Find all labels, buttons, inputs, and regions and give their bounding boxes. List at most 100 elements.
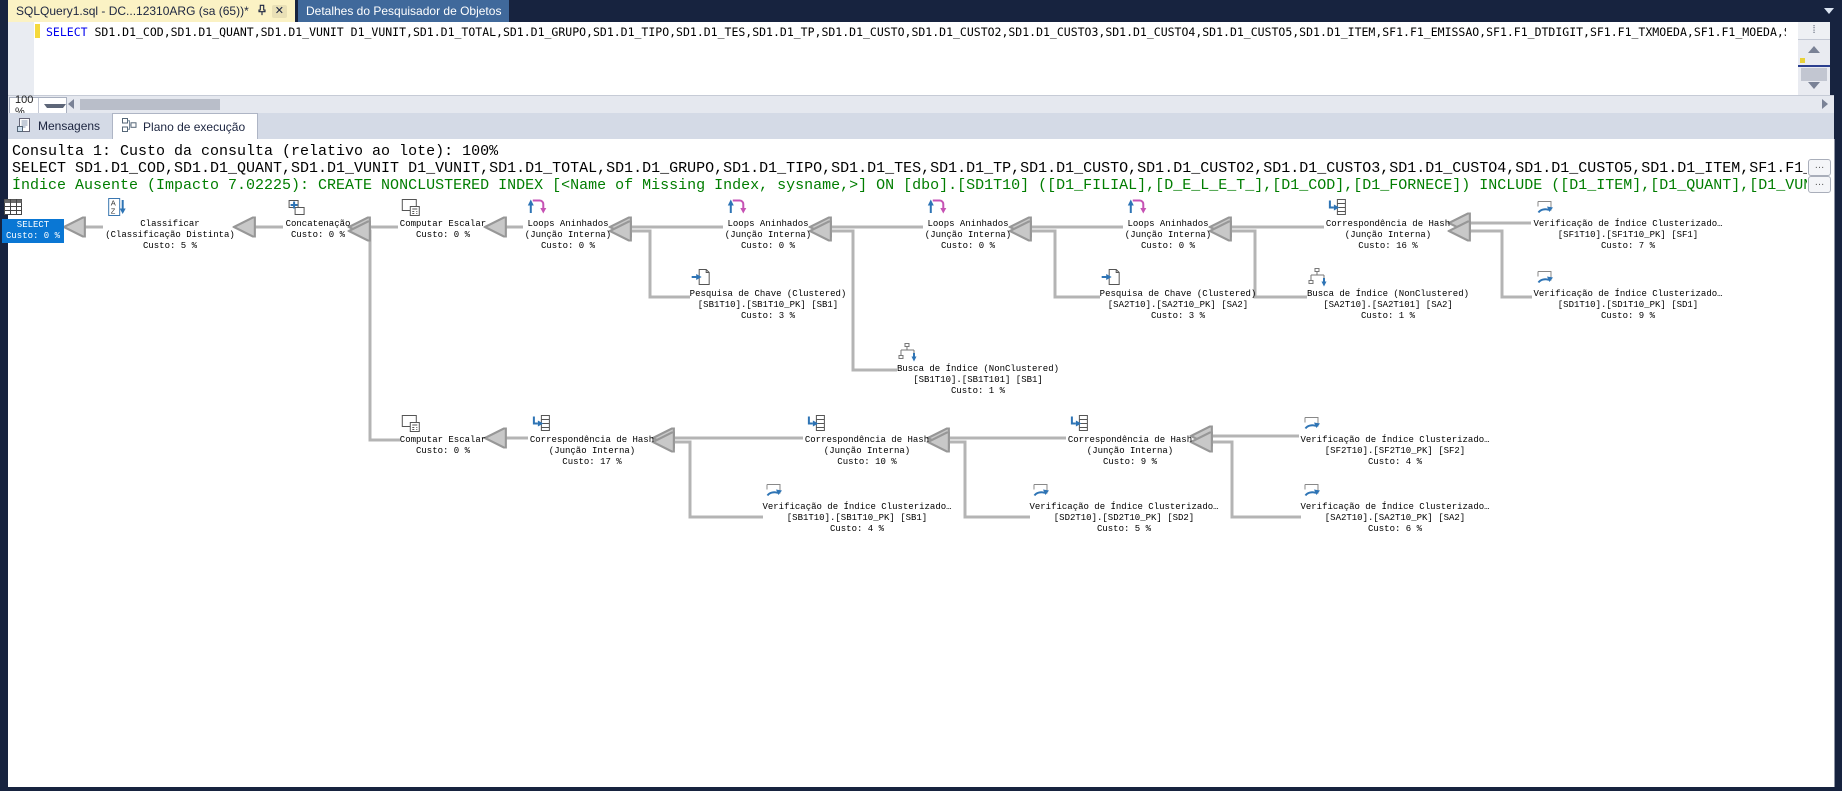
- plan-node-verify-sf1[interactable]: Verificação de Índice Clusterizado…[SF1T…: [1533, 196, 1723, 252]
- plan-node-hash-10[interactable]: Correspondência de Hash(Junção Interna)C…: [805, 412, 929, 468]
- messages-icon: [16, 117, 32, 136]
- plan-node-label: Correspondência de Hash(Junção Interna)C…: [1067, 435, 1193, 467]
- plan-node-busca-sa2[interactable]: Busca de Índice (NonClustered)[SA2T10].[…: [1307, 266, 1469, 322]
- plan-node-label: Loops Aninhados(Junção Interna)Custo: 0 …: [524, 219, 612, 251]
- tab-object-explorer-details[interactable]: Detalhes do Pesquisador de Objetos: [297, 0, 510, 22]
- plan-node-hash-16[interactable]: Correspondência de Hash(Junção Interna)C…: [1326, 196, 1450, 252]
- plan-node-loops-2[interactable]: Loops Aninhados(Junção Interna)Custo: 0 …: [725, 196, 811, 252]
- hash-match-icon: [807, 412, 878, 434]
- compute-scalar-icon: [401, 196, 454, 218]
- tab-sqlquery1[interactable]: SQLQuery1.sql - DC...12310ARG (sa (65))*…: [8, 0, 295, 22]
- plan-node-verify-sa2[interactable]: Verificação de Índice Clusterizado…[SA2T…: [1300, 479, 1490, 535]
- close-icon[interactable]: ✕: [271, 4, 287, 18]
- compute-scalar-icon: [401, 412, 454, 434]
- vertical-scroll-thumb[interactable]: [1801, 68, 1827, 81]
- pin-icon[interactable]: [256, 4, 268, 19]
- clustered-scan-icon: [1537, 196, 1639, 218]
- nested-loops-icon: [727, 196, 779, 218]
- missing-index-line: Índice Ausente (Impacto 7.02225): CREATE…: [12, 177, 1807, 194]
- plan-node-verify-sd2[interactable]: Verificação de Índice Clusterizado…[SD2T…: [1029, 479, 1219, 535]
- results-tab-strip: Mensagens Plano de execução: [8, 113, 1834, 139]
- clustered-scan-icon: [1304, 479, 1406, 501]
- hash-match-icon: [1070, 412, 1141, 434]
- statement-line: SELECT SD1.D1_COD,SD1.D1_QUANT,SD1.D1_VU…: [12, 160, 1807, 177]
- query-cost-line: Consulta 1: Custo da consulta (relativo …: [12, 143, 499, 160]
- plan-node-label: Verificação de Índice Clusterizado…[SD1T…: [1533, 289, 1723, 321]
- zoom-select[interactable]: 100 %: [9, 94, 67, 118]
- document-tab-strip: SQLQuery1.sql - DC...12310ARG (sa (65))*…: [8, 0, 510, 22]
- plan-node-hash-9[interactable]: Correspondência de Hash(Junção Interna)C…: [1068, 412, 1192, 468]
- sql-text: SD1.D1_COD,SD1.D1_QUANT,SD1.D1_VUNIT D1_…: [87, 25, 1786, 39]
- splitter-handle-icon[interactable]: ⁞: [1798, 22, 1830, 40]
- clustered-scan-icon: [1537, 266, 1639, 288]
- modified-line-marker: [35, 24, 40, 38]
- svg-text:Z: Z: [111, 207, 116, 216]
- plan-node-label: Verificação de Índice Clusterizado…[SA2T…: [1300, 502, 1490, 534]
- doc-tab-label: SQLQuery1.sql - DC...12310ARG (sa (65))*: [16, 4, 249, 18]
- clustered-scan-icon: [1304, 412, 1406, 434]
- plan-node-label: Loops Aninhados(Junção Interna)Custo: 0 …: [724, 219, 812, 251]
- zoom-value: 100 %: [15, 93, 34, 118]
- tab-plano-de-execucao[interactable]: Plano de execução: [112, 113, 259, 139]
- sql-code-line[interactable]: SELECT SD1.D1_COD,SD1.D1_QUANT,SD1.D1_VU…: [46, 25, 1786, 39]
- plan-node-hash-17[interactable]: Correspondência de Hash(Junção Interna)C…: [530, 412, 654, 468]
- index-seek-icon: [1308, 266, 1399, 288]
- plan-node-label: Classificar(Classificação Distinta)Custo…: [105, 219, 235, 251]
- plan-node-loops-4[interactable]: Loops Aninhados(Junção Interna)Custo: 0 …: [1125, 196, 1211, 252]
- plan-node-pesquisa-sb1[interactable]: Pesquisa de Chave (Clustered)[SB1T10].[S…: [689, 266, 847, 322]
- plan-node-busca-sb1[interactable]: Busca de Índice (NonClustered)[SB1T10].[…: [897, 341, 1059, 397]
- scroll-right-icon[interactable]: [1822, 99, 1828, 109]
- scroll-left-icon[interactable]: [68, 99, 74, 109]
- tab-list-dropdown-icon[interactable]: [1824, 8, 1834, 14]
- sql-keyword: SELECT: [46, 25, 88, 39]
- nested-loops-icon: [927, 196, 979, 218]
- sql-editor[interactable]: SELECT SD1.D1_COD,SD1.D1_QUANT,SD1.D1_VU…: [8, 22, 1798, 95]
- tab-mensagens[interactable]: Mensagens: [8, 113, 112, 139]
- plan-node-label: Correspondência de Hash(Junção Interna)C…: [1325, 219, 1451, 251]
- plan-node-verify-sd1[interactable]: Verificação de Índice Clusterizado…[SD1T…: [1533, 266, 1723, 322]
- statement-ellipsis-button[interactable]: …: [1808, 159, 1831, 176]
- key-lookup-icon: [1101, 266, 1189, 288]
- index-seek-icon: [898, 341, 989, 363]
- plan-node-label: Loops Aninhados(Junção Interna)Custo: 0 …: [924, 219, 1012, 251]
- doc-tab-label: Detalhes do Pesquisador de Objetos: [305, 4, 502, 18]
- svg-text:A: A: [111, 199, 116, 208]
- plan-node-label: Correspondência de Hash(Junção Interna)C…: [529, 435, 655, 467]
- scroll-down-icon[interactable]: [1808, 82, 1820, 89]
- editor-vertical-scrollbar[interactable]: ⁞: [1798, 22, 1830, 95]
- editor-bottom-bar: 100 %: [8, 94, 1834, 118]
- plan-node-label: Verificação de Índice Clusterizado…[SF1T…: [1533, 219, 1723, 251]
- plan-node-label: Busca de Índice (NonClustered)[SA2T10].[…: [1306, 289, 1470, 321]
- clustered-scan-icon: [766, 479, 868, 501]
- plan-node-pesquisa-sa2[interactable]: Pesquisa de Chave (Clustered)[SA2T10].[S…: [1100, 266, 1256, 322]
- plan-node-label: Pesquisa de Chave (Clustered)[SB1T10].[S…: [689, 289, 847, 321]
- result-table-icon: [3, 196, 44, 218]
- nested-loops-icon: [1127, 196, 1179, 218]
- plan-node-loops-3[interactable]: Loops Aninhados(Junção Interna)Custo: 0 …: [925, 196, 1011, 252]
- caret-position-marker: [1798, 65, 1830, 67]
- chevron-down-icon[interactable]: [37, 98, 66, 113]
- plan-node-verify-sb1[interactable]: Verificação de Índice Clusterizado…[SB1T…: [762, 479, 952, 535]
- clustered-scan-icon: [1033, 479, 1135, 501]
- horizontal-scroll-thumb[interactable]: [80, 99, 220, 110]
- execution-plan-icon: [121, 117, 137, 136]
- scroll-up-icon[interactable]: [1808, 46, 1820, 53]
- plan-node-verify-sf2[interactable]: Verificação de Índice Clusterizado…[SF2T…: [1300, 412, 1490, 468]
- plan-node-label: Verificação de Índice Clusterizado…[SF2T…: [1300, 435, 1490, 467]
- hash-match-icon: [532, 412, 603, 434]
- plan-node-loops-1[interactable]: Loops Aninhados(Junção Interna)Custo: 0 …: [525, 196, 611, 252]
- concat-icon: [288, 196, 329, 218]
- change-marker-tick: [1800, 58, 1805, 63]
- missing-index-ellipsis-button[interactable]: …: [1808, 176, 1831, 193]
- res-tab-label: Plano de execução: [143, 119, 246, 134]
